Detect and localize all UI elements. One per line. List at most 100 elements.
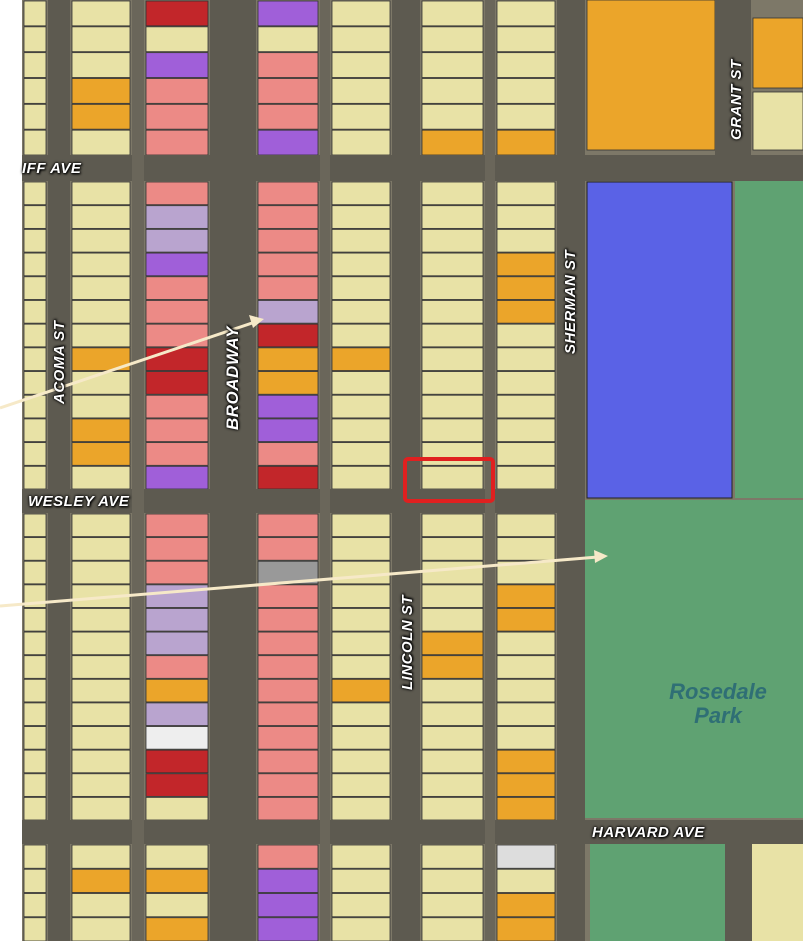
parcel-lot bbox=[257, 726, 319, 750]
parcel-lot bbox=[421, 300, 484, 324]
parcel-lot bbox=[331, 26, 391, 53]
parcel-lot bbox=[23, 323, 47, 348]
parcel-lot bbox=[71, 844, 131, 869]
parcel-lot bbox=[421, 205, 484, 229]
parcel-lot bbox=[257, 276, 319, 300]
parcel-lot bbox=[23, 371, 47, 395]
parcel-lot bbox=[257, 78, 319, 104]
parcel-lot bbox=[145, 129, 209, 156]
parcel-lot bbox=[23, 205, 47, 229]
parcel-lot bbox=[496, 678, 556, 703]
parcel-lot bbox=[421, 129, 484, 156]
parcel-lot bbox=[496, 844, 556, 869]
parcel-lot bbox=[257, 584, 319, 608]
parcel-lot bbox=[23, 52, 47, 78]
parcel-lot bbox=[23, 655, 47, 679]
parcel-lot bbox=[496, 205, 556, 229]
parcel-lot bbox=[331, 631, 391, 656]
parcel-lot bbox=[257, 749, 319, 774]
parcel-lot bbox=[421, 323, 484, 348]
arrowhead-broadway bbox=[249, 315, 264, 328]
parcel-lot bbox=[331, 181, 391, 206]
parcel-lot bbox=[145, 52, 209, 78]
parcel-lot bbox=[145, 323, 209, 348]
parcel-lot bbox=[23, 560, 47, 585]
parcel-lot bbox=[71, 103, 131, 130]
parcel-lot bbox=[71, 129, 131, 156]
parcel-lot bbox=[71, 631, 131, 656]
parcel-lot bbox=[23, 773, 47, 797]
parcel-lot bbox=[331, 844, 391, 869]
parcel-lot bbox=[421, 844, 484, 869]
parcel-lot bbox=[145, 78, 209, 104]
parcel-lot bbox=[257, 129, 319, 156]
parcel-lot bbox=[257, 442, 319, 466]
parcel-lot bbox=[331, 347, 391, 371]
parcel-lot bbox=[145, 0, 209, 27]
parcel-lot bbox=[331, 773, 391, 797]
parcel-lot bbox=[421, 655, 484, 679]
parcel-lot bbox=[71, 442, 131, 466]
parcel-lot bbox=[496, 513, 556, 538]
rosedale-park-area bbox=[585, 168, 803, 941]
parcel-lot bbox=[421, 52, 484, 78]
parcel-lot bbox=[23, 702, 47, 726]
parcel-lot bbox=[421, 868, 484, 893]
parcel-lot bbox=[23, 26, 47, 53]
parcel-lot bbox=[331, 893, 391, 918]
parcel-lot bbox=[331, 103, 391, 130]
parcel-lot bbox=[71, 749, 131, 774]
subject-parcel-highlight bbox=[403, 457, 495, 503]
parcel-lot bbox=[496, 129, 556, 156]
park-label-line1: Rosedale bbox=[669, 679, 767, 704]
parcel-lot bbox=[257, 608, 319, 632]
school-parcel bbox=[586, 181, 733, 499]
parcel-lot bbox=[257, 394, 319, 419]
parcel-lot bbox=[71, 537, 131, 561]
parcel-lot bbox=[71, 323, 131, 348]
parcel-lot bbox=[496, 917, 556, 941]
parcel-lot bbox=[331, 537, 391, 561]
parcel-lot bbox=[145, 513, 209, 538]
parcel-lot bbox=[71, 702, 131, 726]
parcel-lot bbox=[71, 26, 131, 53]
parcel-lot bbox=[496, 181, 556, 206]
parcel-lot bbox=[496, 584, 556, 608]
parcel-lot bbox=[145, 893, 209, 918]
parcel-lot bbox=[145, 773, 209, 797]
parcel-lot bbox=[145, 228, 209, 253]
parcel-lot bbox=[23, 276, 47, 300]
parcel-lot bbox=[496, 442, 556, 466]
parcel-lot bbox=[257, 300, 319, 324]
parcel-lot bbox=[421, 78, 484, 104]
parcel-lot bbox=[257, 537, 319, 561]
parcel-lot bbox=[496, 276, 556, 300]
parcel-lot bbox=[257, 228, 319, 253]
parcel-lot bbox=[145, 749, 209, 774]
parcel-lot bbox=[23, 252, 47, 277]
parcel-lot bbox=[71, 726, 131, 750]
parcel-lot bbox=[71, 773, 131, 797]
parcel-lot bbox=[23, 300, 47, 324]
parcel-lot bbox=[71, 205, 131, 229]
parcel-lot bbox=[23, 631, 47, 656]
parcel-lot bbox=[496, 773, 556, 797]
parcel-lot bbox=[145, 347, 209, 371]
parcel-lot bbox=[145, 537, 209, 561]
parcel-lot bbox=[331, 323, 391, 348]
parcel-lot bbox=[23, 608, 47, 632]
parcel-lot bbox=[331, 796, 391, 821]
parcel-lot bbox=[23, 893, 47, 918]
parcel-lot bbox=[496, 560, 556, 585]
parcel-lot bbox=[145, 276, 209, 300]
parcel-lot bbox=[421, 181, 484, 206]
parcel-lot bbox=[23, 181, 47, 206]
parcel-lot bbox=[71, 52, 131, 78]
map-left-margin bbox=[0, 0, 22, 941]
parcel-lot bbox=[421, 631, 484, 656]
parcel-layer bbox=[23, 0, 803, 941]
parcel-lot bbox=[23, 442, 47, 466]
grant-st-road bbox=[715, 0, 751, 155]
alley-3 bbox=[485, 0, 495, 941]
